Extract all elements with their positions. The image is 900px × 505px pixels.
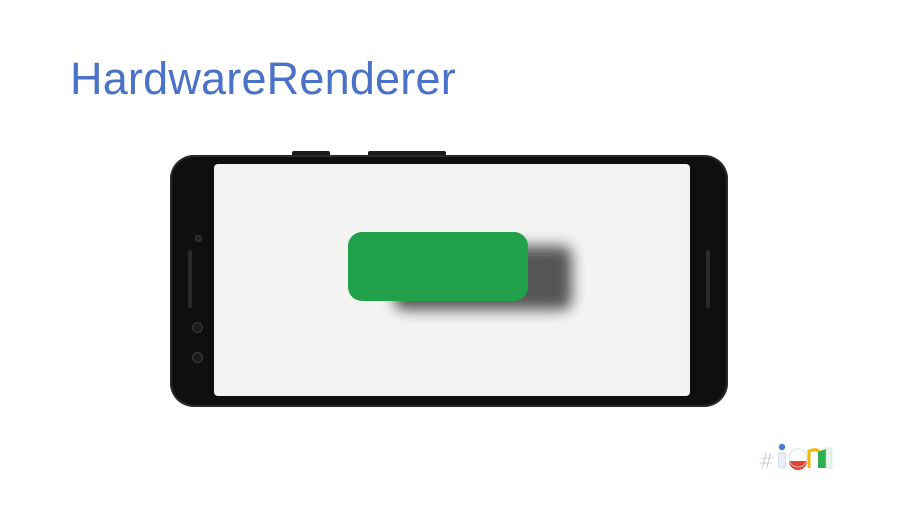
phone-screen	[214, 164, 690, 396]
phone-speaker-right	[706, 250, 710, 308]
slide-title: HardwareRenderer	[70, 53, 456, 104]
google-io-logo: #	[758, 438, 838, 474]
rendered-view-block	[348, 232, 528, 301]
phone-volume-button	[368, 151, 446, 155]
io-hash-text: #	[758, 449, 775, 473]
phone-side-button	[292, 151, 330, 155]
phone-speaker-left	[188, 250, 192, 308]
sensor-icon	[192, 322, 203, 333]
front-camera-icon	[195, 235, 202, 242]
sensor-icon	[192, 352, 203, 363]
io-shapes-icon	[778, 443, 833, 470]
